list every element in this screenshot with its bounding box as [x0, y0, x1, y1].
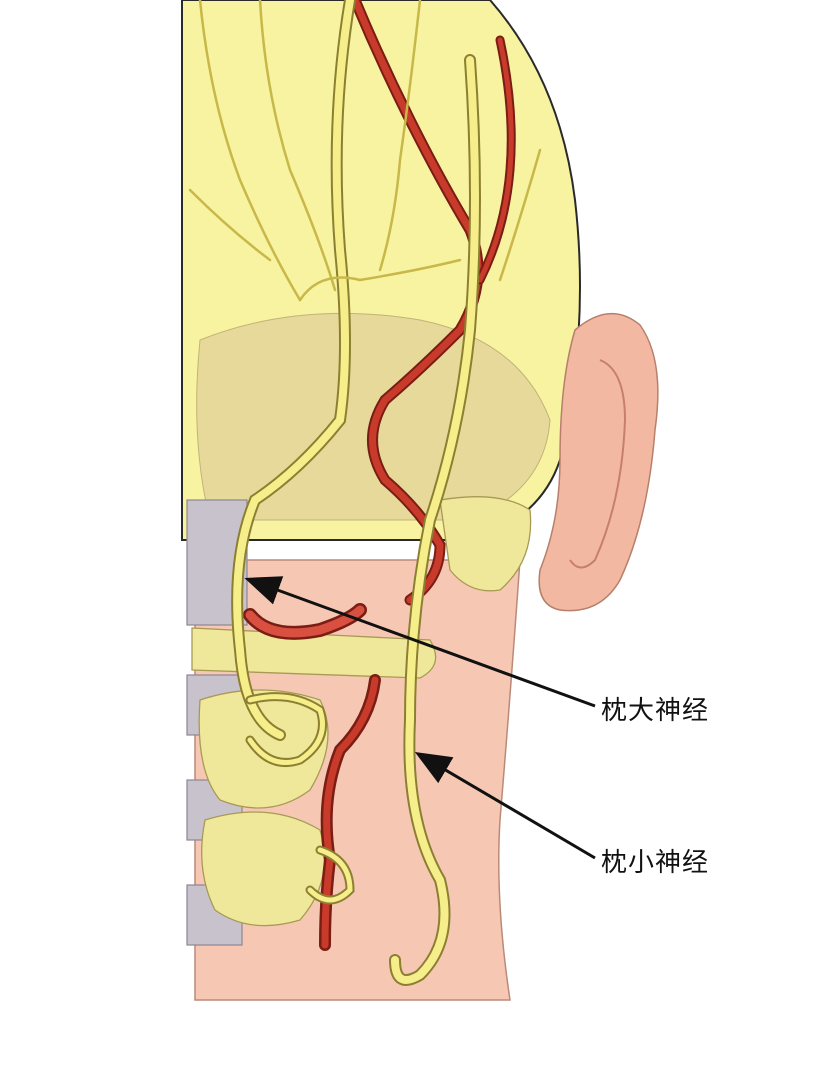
ear-inner-fold	[569, 359, 627, 569]
greater-occipital-nerve-pointer	[244, 576, 596, 708]
ear	[538, 312, 659, 612]
greater-occipital-nerve-label: 枕大神经	[601, 696, 710, 726]
atlas-process	[191, 627, 437, 679]
lesser-occipital-nerve-label: 枕小神经	[601, 848, 710, 878]
lesser-occipital-nerve-pointer	[414, 751, 596, 860]
greater-occipital-nerve	[233, 0, 354, 739]
axis-process	[198, 689, 329, 809]
mastoid-process	[439, 496, 532, 592]
cervical-nerve-loop-2-core	[307, 847, 353, 903]
scalp-nerve-branches	[188, 0, 542, 302]
cervical-nerve-loop-1-core	[247, 694, 325, 765]
occipital-artery-branch-core	[477, 37, 514, 283]
c3-process	[201, 811, 326, 927]
